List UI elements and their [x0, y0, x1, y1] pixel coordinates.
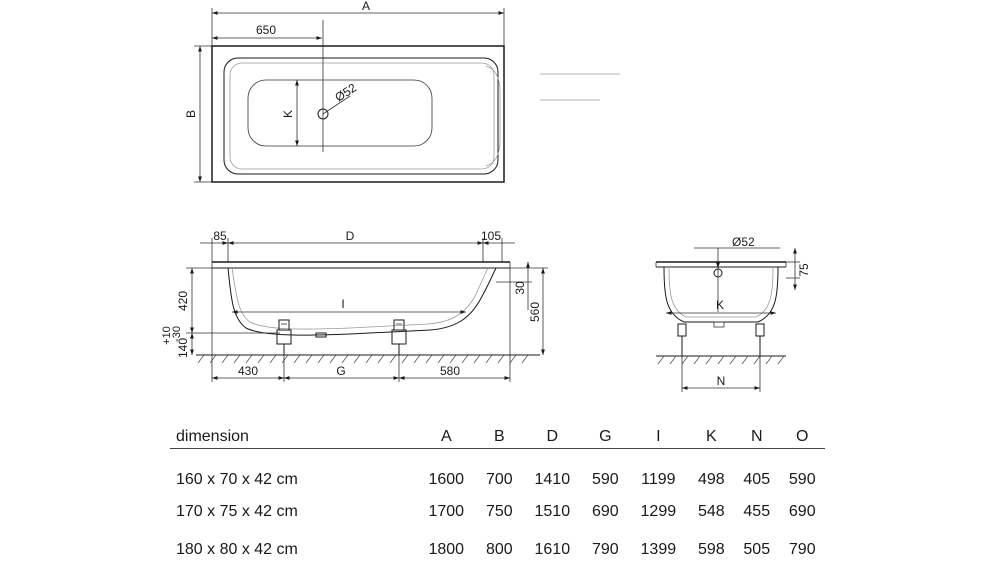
label-k: K: [281, 110, 295, 118]
cell-b: 800: [485, 541, 513, 558]
label-105: 105: [481, 229, 501, 243]
label-85: 85: [213, 229, 227, 243]
cell-n: 505: [743, 541, 771, 558]
label-430: 430: [238, 364, 258, 378]
col-header-a: A: [416, 420, 477, 449]
cell-size: 170 x 75 x 42 cm: [176, 503, 298, 520]
cell-a: 1800: [428, 541, 465, 558]
tub-outer-rim: [211, 45, 505, 183]
cell-g: 590: [591, 471, 619, 488]
cell-i: 1399: [640, 541, 677, 558]
cell-d: 1410: [534, 471, 571, 488]
table-header-row: dimension A B D G I K N O: [170, 420, 825, 449]
cell-k: 498: [697, 471, 725, 488]
tub-inner-rim: [223, 57, 499, 175]
col-header-dimension: dimension: [170, 420, 416, 449]
cell-b: 700: [485, 471, 513, 488]
drain-icon: [317, 108, 329, 120]
cell-d: 1510: [534, 503, 571, 520]
label-d: D: [346, 229, 355, 243]
dimension-table: dimension A B D G I K N O 160 x 70 x 42 …: [170, 420, 825, 569]
table-row: 160 x 70 x 42 cm 1600 700 1410 590 1199 …: [170, 449, 825, 494]
cell-o: 690: [788, 503, 816, 520]
top-view: A 650 B K Ø52: [184, 0, 620, 183]
technical-drawing: A 650 B K Ø52 85 D: [161, 0, 811, 392]
col-header-g: G: [582, 420, 629, 449]
tub-basin: [247, 79, 433, 147]
label-tol-plus: +10: [161, 326, 173, 345]
table-row: 170 x 75 x 42 cm 1700 750 1510 690 1299 …: [170, 493, 825, 531]
col-header-n: N: [734, 420, 780, 449]
label-tol-minus: -30: [171, 326, 183, 342]
side-view: 85 D 105 I: [161, 229, 548, 382]
label-i: I: [341, 297, 344, 311]
cell-n: 455: [743, 503, 771, 520]
label-tolerance: +10 -30: [161, 323, 183, 345]
label-drain-top: Ø52: [332, 80, 359, 104]
cell-o: 590: [788, 471, 816, 488]
cell-o: 790: [788, 541, 816, 558]
cell-i: 1199: [641, 471, 676, 488]
cell-k: 598: [697, 541, 725, 558]
col-header-k: K: [688, 420, 735, 449]
label-75: 75: [797, 263, 811, 277]
cell-size: 180 x 80 x 42 cm: [176, 541, 298, 558]
table-row: 180 x 80 x 42 cm 1800 800 1610 790 1399 …: [170, 531, 825, 569]
cell-a: 1600: [428, 471, 465, 488]
label-580: 580: [440, 364, 460, 378]
cell-g: 690: [591, 503, 619, 520]
end-view: Ø52 K 75: [655, 235, 811, 392]
label-650: 650: [256, 23, 276, 37]
label-k-end: K: [716, 298, 724, 312]
cell-size: 160 x 70 x 42 cm: [176, 471, 298, 488]
cell-g: 790: [591, 541, 619, 558]
cell-n: 405: [743, 471, 771, 488]
col-header-i: I: [628, 420, 689, 449]
cell-b: 750: [485, 503, 513, 520]
foot-right: [391, 319, 407, 355]
tub-side-profile: [227, 267, 497, 336]
cell-d: 1610: [534, 541, 571, 558]
cell-a: 1700: [428, 503, 465, 520]
foot-left: [276, 319, 292, 355]
label-drain-end: Ø52: [732, 235, 755, 249]
label-a: A: [362, 0, 370, 13]
label-n: N: [717, 374, 726, 388]
cell-i: 1299: [640, 503, 677, 520]
cell-k: 548: [697, 503, 725, 520]
col-header-o: O: [779, 420, 825, 449]
label-g: G: [336, 364, 345, 378]
label-420: 420: [176, 291, 190, 311]
label-560: 560: [528, 302, 542, 322]
end-feet: [677, 321, 765, 356]
label-b: B: [184, 110, 198, 118]
label-30: 30: [513, 281, 527, 295]
col-header-d: D: [522, 420, 583, 449]
label-140: 140: [176, 338, 190, 358]
col-header-b: B: [476, 420, 523, 449]
